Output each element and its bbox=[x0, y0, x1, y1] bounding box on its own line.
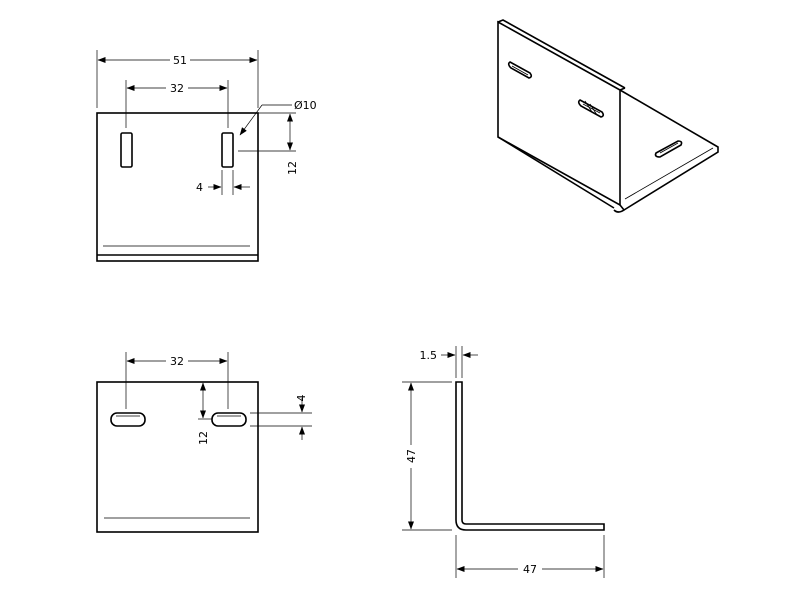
iso-slot-3 bbox=[654, 140, 683, 158]
side-view-profile bbox=[455, 381, 605, 531]
top-view-slot-right bbox=[221, 132, 234, 168]
top-view-slot-left bbox=[120, 132, 133, 168]
dim-thickness: 1.5 bbox=[420, 349, 438, 362]
top-view-plate bbox=[96, 112, 259, 262]
front-view-slot-right bbox=[211, 412, 247, 427]
front-view-plate bbox=[96, 381, 259, 533]
side-view: 1.5 47 47 bbox=[402, 346, 605, 578]
dim-overall-width: 51 bbox=[173, 54, 187, 67]
dim-length: 47 bbox=[523, 563, 537, 576]
front-view: 32 12 4 bbox=[96, 352, 312, 533]
dim-slot-width-top: 4 bbox=[196, 181, 203, 194]
iso-slot-1 bbox=[507, 61, 533, 79]
dim-height: 47 bbox=[405, 449, 418, 463]
isometric-view bbox=[497, 19, 719, 213]
dim-slot-length-front: 12 bbox=[197, 431, 210, 445]
dim-slot-height-front: 4 bbox=[295, 395, 308, 402]
iso-vertical-plate bbox=[497, 20, 621, 207]
top-view: 51 32 Ø10 12 4 bbox=[96, 50, 317, 262]
dim-slot-spacing-front: 32 bbox=[170, 355, 184, 368]
iso-slot-2 bbox=[577, 99, 605, 118]
dim-diameter: Ø10 bbox=[294, 99, 317, 112]
dim-slot-length-top: 12 bbox=[286, 161, 299, 175]
dim-slot-spacing-top: 32 bbox=[170, 82, 184, 95]
front-view-slot-left bbox=[110, 412, 146, 427]
